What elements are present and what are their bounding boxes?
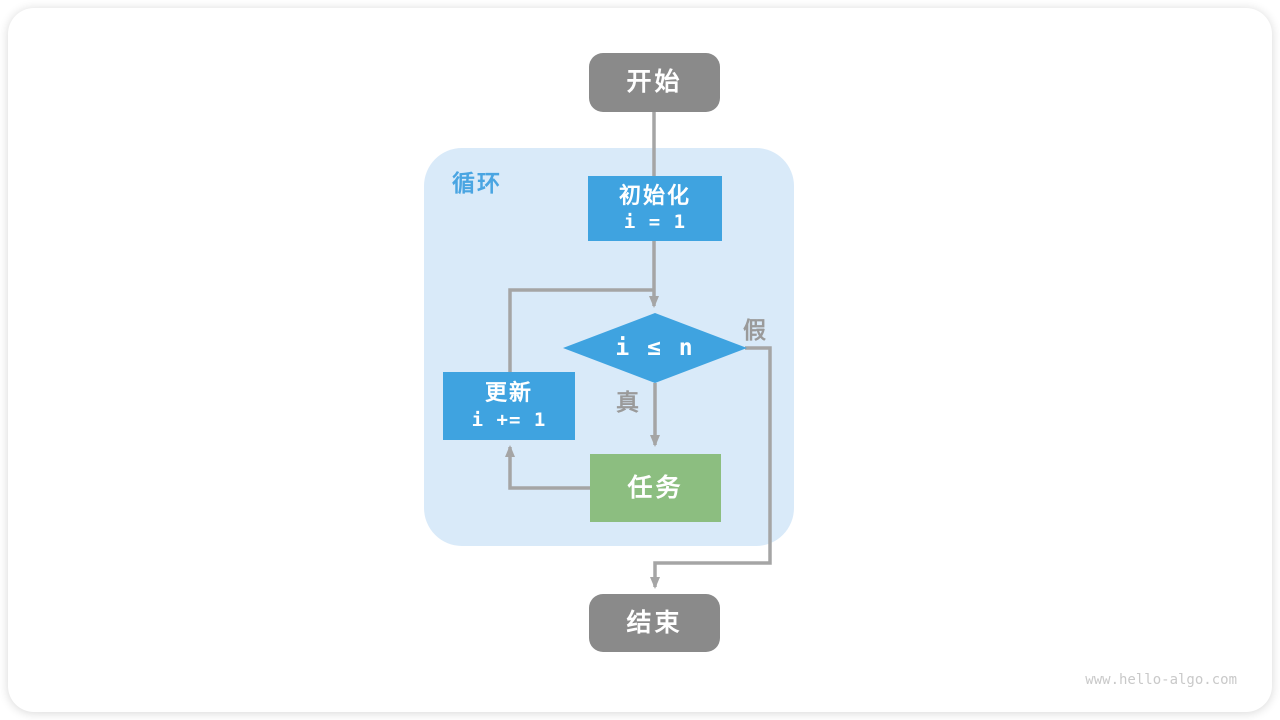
edge-label-false: 假 [743, 317, 766, 343]
node-end-label: 结束 [626, 608, 683, 637]
node-start-label: 开始 [626, 68, 683, 97]
watermark-text: www.hello-algo.com [1085, 672, 1237, 688]
node-update-label: 更新 [484, 380, 533, 406]
loop-region-label: 循环 [452, 170, 502, 196]
node-task: 任务 [590, 454, 721, 522]
node-init: 初始化 i = 1 [588, 176, 722, 241]
node-end: 结束 [589, 594, 720, 652]
node-init-code: i = 1 [623, 211, 687, 234]
node-condition-label: i ≤ n [615, 335, 695, 361]
node-update-code: i += 1 [471, 408, 547, 431]
node-init-label: 初始化 [618, 182, 691, 208]
edge-label-true: 真 [616, 389, 639, 415]
node-task-label: 任务 [627, 473, 684, 502]
node-start: 开始 [589, 53, 720, 112]
node-update: 更新 i += 1 [443, 372, 575, 440]
